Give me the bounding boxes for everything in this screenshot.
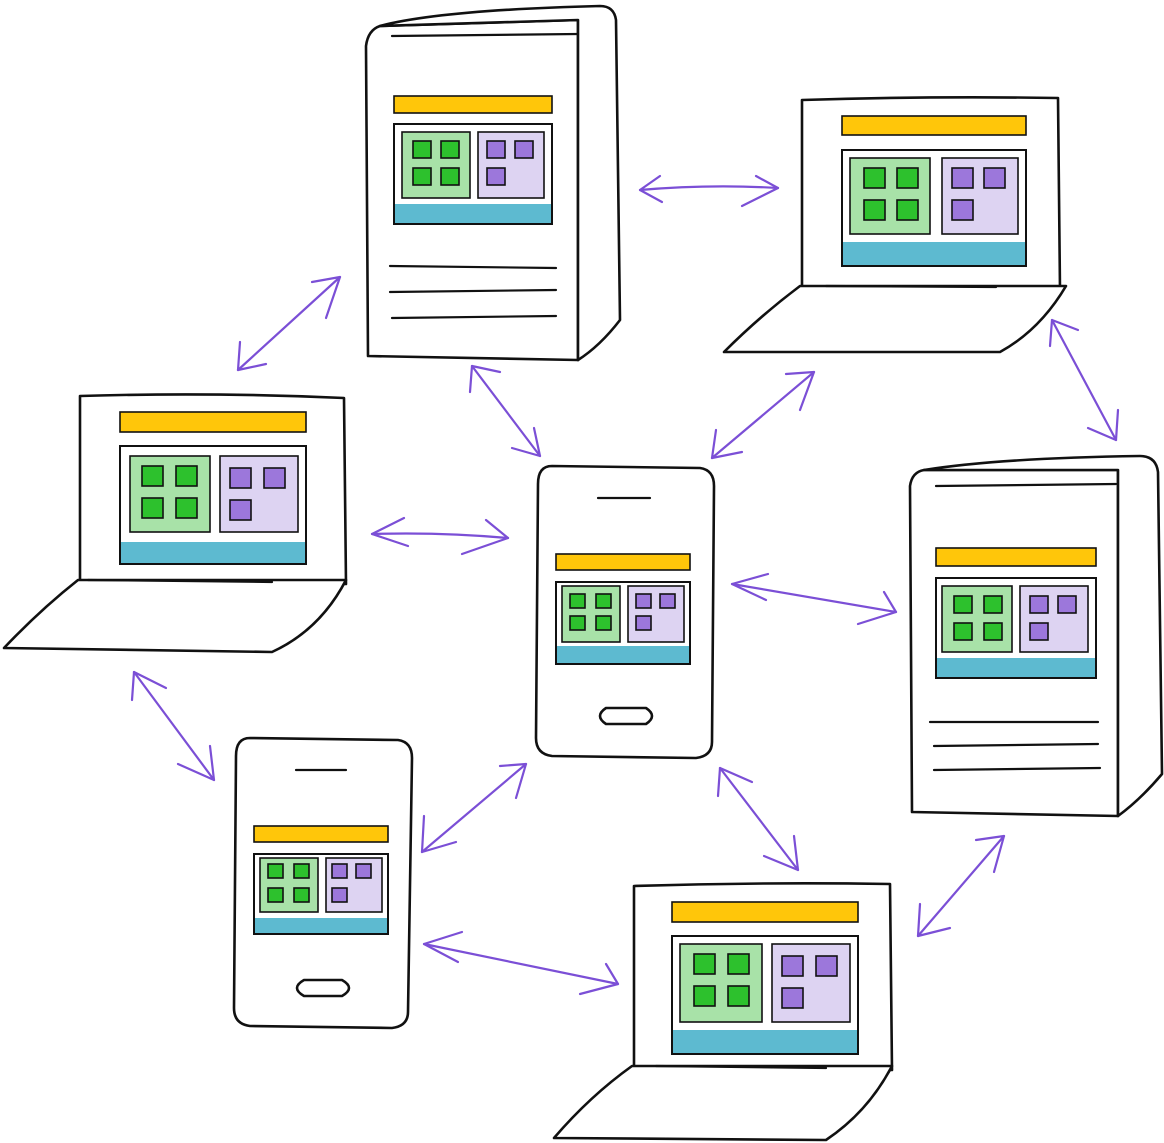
footer-bar xyxy=(121,542,305,563)
green-tile xyxy=(175,465,198,487)
green-tile xyxy=(267,887,284,903)
green-tile xyxy=(863,199,886,221)
desktop-right-screen xyxy=(935,547,1097,679)
green-tile xyxy=(569,593,586,609)
green-tile xyxy=(141,465,164,487)
green-tile xyxy=(727,953,750,975)
purple-tile xyxy=(1057,595,1077,614)
phone-bottom-left-screen xyxy=(253,825,389,935)
purple-tile xyxy=(229,499,252,521)
green-tile xyxy=(293,887,310,903)
header-bar xyxy=(119,411,307,433)
green-tile xyxy=(863,167,886,189)
purple-panel xyxy=(325,857,383,913)
green-tile xyxy=(175,497,198,519)
purple-tile xyxy=(355,863,372,879)
laptop-bottom xyxy=(552,882,894,1142)
header-bar xyxy=(841,115,1027,136)
footer-bar xyxy=(843,242,1025,265)
green-tile xyxy=(727,985,750,1007)
arrow-laptop-left-phone-bottom-left xyxy=(130,670,216,782)
header-bar xyxy=(935,547,1097,567)
purple-tile xyxy=(1029,595,1049,614)
green-tile xyxy=(293,863,310,879)
desktop-top xyxy=(364,4,622,362)
purple-tile xyxy=(331,887,348,903)
purple-tile xyxy=(781,987,804,1009)
home-button xyxy=(295,978,351,998)
footer-bar xyxy=(255,918,387,933)
footer-bar xyxy=(673,1030,857,1053)
header-bar xyxy=(253,825,389,843)
purple-tile xyxy=(1029,622,1049,641)
phone-center-screen xyxy=(555,553,691,665)
green-tile xyxy=(953,622,973,641)
laptop-top-right-screen xyxy=(841,115,1027,267)
green-tile xyxy=(896,199,919,221)
green-tile xyxy=(440,167,460,186)
laptop-left xyxy=(2,393,348,654)
phone-center xyxy=(534,464,716,760)
arrow-desktop-top-laptop-left xyxy=(236,275,342,372)
arrow-desktop-top-phone-center xyxy=(468,364,542,458)
purple-tile xyxy=(486,167,506,186)
home-button xyxy=(598,706,654,726)
purple-tile xyxy=(951,167,974,189)
laptop-top-right xyxy=(722,96,1068,354)
green-tile xyxy=(569,615,586,631)
purple-tile xyxy=(263,467,286,489)
desktop-right xyxy=(908,454,1164,818)
arrow-phone-center-desktop-right xyxy=(730,572,898,626)
purple-tile xyxy=(815,955,838,977)
green-tile xyxy=(983,622,1003,641)
green-tile xyxy=(412,140,432,159)
purple-tile xyxy=(514,140,534,159)
green-tile xyxy=(896,167,919,189)
purple-tile xyxy=(635,615,652,631)
arrow-desktop-top-laptop-top-right xyxy=(638,174,780,208)
arrow-phone-center-phone-bottom-left xyxy=(420,762,528,854)
green-tile xyxy=(693,985,716,1007)
green-tile xyxy=(983,595,1003,614)
arrow-desktop-right-laptop-bottom xyxy=(916,834,1006,938)
header-bar xyxy=(555,553,691,571)
green-tile xyxy=(412,167,432,186)
purple-tile xyxy=(781,955,804,977)
purple-tile xyxy=(635,593,652,609)
arrow-laptop-top-right-desktop-right xyxy=(1048,318,1120,442)
purple-tile xyxy=(659,593,676,609)
connection-arrows xyxy=(130,174,1120,996)
purple-tile xyxy=(983,167,1006,189)
laptop-left-screen xyxy=(119,411,307,565)
arrow-laptop-top-right-phone-center xyxy=(710,370,816,460)
green-tile xyxy=(595,593,612,609)
green-tile xyxy=(953,595,973,614)
footer-bar xyxy=(395,204,551,223)
green-tile xyxy=(693,953,716,975)
footer-bar xyxy=(937,658,1095,677)
laptop-bottom-screen xyxy=(671,901,859,1055)
green-tile xyxy=(141,497,164,519)
green-tile xyxy=(440,140,460,159)
arrow-phone-bottom-left-laptop-bottom xyxy=(422,930,620,996)
purple-tile xyxy=(229,467,252,489)
header-bar xyxy=(671,901,859,923)
purple-tile xyxy=(486,140,506,159)
footer-bar xyxy=(557,646,689,663)
phone-bottom-left xyxy=(232,736,414,1030)
arrow-phone-center-laptop-bottom xyxy=(716,766,800,872)
green-tile xyxy=(595,615,612,631)
green-tile xyxy=(267,863,284,879)
desktop-top-screen xyxy=(393,95,553,225)
arrow-laptop-left-phone-center xyxy=(370,516,510,556)
purple-tile xyxy=(951,199,974,221)
header-bar xyxy=(393,95,553,114)
purple-tile xyxy=(331,863,348,879)
